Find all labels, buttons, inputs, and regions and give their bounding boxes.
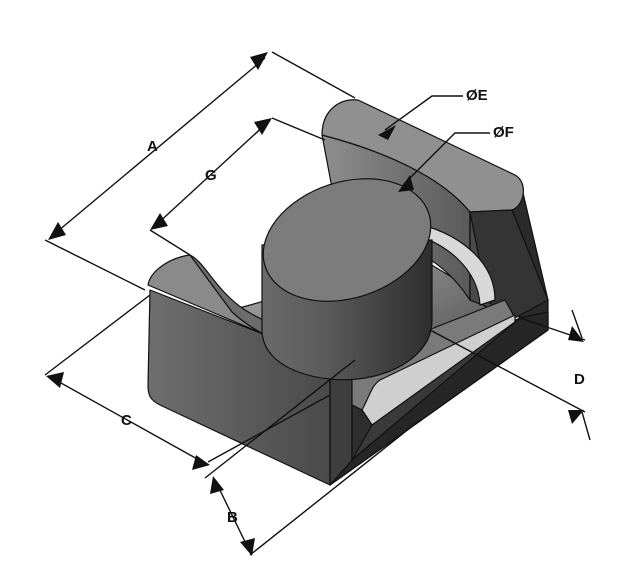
dim-b-extension-top bbox=[204, 359, 356, 479]
dim-d-line-bottom bbox=[581, 411, 591, 441]
dim-a-line bbox=[51, 57, 266, 237]
dimension-lines bbox=[44, 51, 591, 556]
center-post-top bbox=[262, 178, 432, 302]
arrow-a-bottom bbox=[48, 222, 66, 240]
dim-f-leader bbox=[402, 132, 490, 186]
dim-label-a: A bbox=[147, 138, 158, 155]
dim-label-g: G bbox=[205, 167, 217, 184]
dim-d-extension-bottom bbox=[429, 329, 586, 413]
arrow-c-left bbox=[46, 372, 64, 388]
dim-label-f: ØF bbox=[493, 124, 514, 141]
dim-b-line bbox=[214, 479, 251, 553]
center-post bbox=[261, 178, 433, 381]
dim-e-leader bbox=[384, 95, 463, 131]
dim-g-extension-bottom bbox=[149, 229, 191, 256]
dim-c-line bbox=[51, 377, 209, 466]
dim-g-line bbox=[154, 121, 269, 227]
core-base-right-edge bbox=[329, 311, 549, 486]
arrow-f bbox=[398, 175, 414, 192]
dim-c-extension-left bbox=[44, 294, 151, 376]
dim-a-extension-top bbox=[271, 51, 356, 99]
arrow-b-bottom bbox=[240, 538, 255, 556]
arrow-g-top bbox=[254, 118, 272, 135]
dim-g-extension-top bbox=[271, 117, 326, 141]
arrow-d-top bbox=[568, 326, 584, 342]
arrowheads bbox=[46, 52, 584, 556]
front-leg-front-face bbox=[147, 289, 331, 486]
front-channel-highlight bbox=[361, 314, 516, 426]
arrow-b-top bbox=[210, 476, 224, 494]
arrow-g-bottom bbox=[150, 213, 168, 230]
dim-label-d: D bbox=[574, 371, 585, 388]
dim-label-b: B bbox=[227, 509, 238, 526]
arrow-c-right bbox=[192, 455, 210, 470]
dim-d-line-top bbox=[571, 309, 583, 339]
arrow-a-top bbox=[250, 52, 268, 70]
dim-a-extension-bottom bbox=[44, 239, 146, 291]
back-leg-top-face bbox=[321, 99, 524, 213]
arrow-d-bottom bbox=[568, 410, 584, 424]
dim-b-extension-bottom bbox=[249, 419, 421, 556]
front-channel-dark bbox=[351, 404, 373, 461]
arrow-e bbox=[378, 125, 396, 140]
dim-label-c: C bbox=[121, 412, 132, 429]
dim-label-e: ØE bbox=[466, 87, 488, 104]
